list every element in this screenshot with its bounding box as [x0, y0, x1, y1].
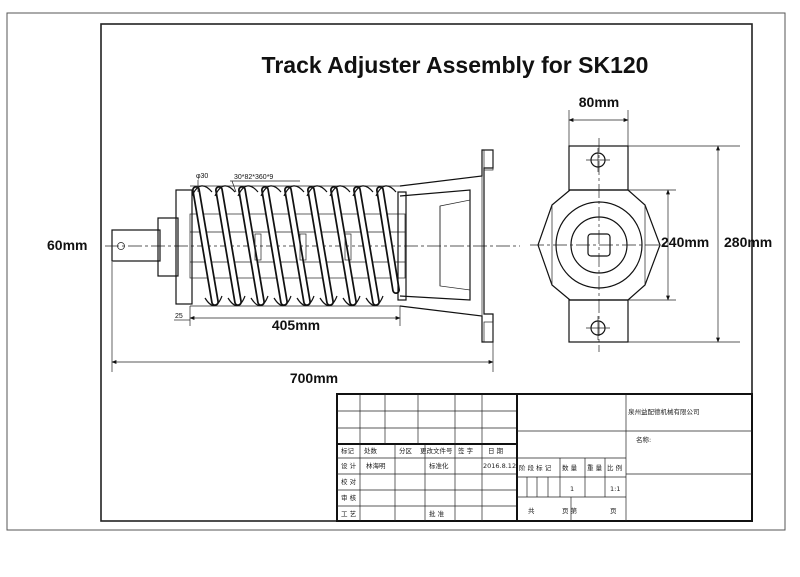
company-name: 泉州益配德机械有限公司	[628, 407, 700, 416]
rod	[111, 229, 161, 262]
header-date: 日 期	[488, 447, 504, 455]
standard-label: 标准化	[429, 461, 449, 470]
sheets-page: 页 第	[562, 506, 578, 515]
sheets-total: 共	[528, 506, 535, 515]
name-label: 名称:	[636, 435, 651, 444]
scale-header: 比 例	[607, 463, 622, 472]
stage-header: 阶 段 标 记	[519, 463, 552, 472]
inner-height-label: 240mm	[661, 234, 709, 250]
check-label: 校 对	[341, 477, 357, 486]
spring-seat	[397, 191, 407, 301]
spring	[191, 185, 400, 307]
designer-name: 林海明	[366, 461, 386, 470]
process-label: 工 艺	[341, 510, 357, 518]
top-width-label: 80mm	[579, 94, 619, 110]
side-view: φ30 30*82*360*9 25 60mm 405mm 700mm	[47, 149, 520, 386]
title-block: 泉州益配德机械有限公司 名称: 标记 处数 分区 更改文件号 签 字 日 期 设…	[336, 393, 753, 522]
outer-height-label: 280mm	[724, 234, 772, 250]
yoke-bracket	[399, 149, 494, 343]
wire-diameter-note: φ30	[196, 173, 208, 180]
header-sign: 签 字	[458, 446, 474, 455]
total-length-label: 700mm	[290, 370, 338, 386]
corner-note: 25	[175, 313, 183, 320]
drawing-title: Track Adjuster Assembly for SK120	[262, 52, 649, 78]
header-count: 处数	[364, 446, 378, 455]
header-mark: 标记	[341, 446, 355, 455]
spring-length-label: 405mm	[272, 317, 320, 333]
approve-label: 批 准	[429, 509, 445, 518]
bottom-lug	[568, 299, 629, 343]
weight-header: 重 量	[587, 464, 603, 472]
quantity-header: 数 量	[562, 463, 578, 472]
sheets-end: 页	[610, 507, 617, 515]
spring-spec-note: 30*82*360*9	[234, 174, 273, 181]
piston-head	[157, 217, 179, 277]
end-view: 80mm 240mm 280mm	[530, 94, 772, 352]
outer-frame	[6, 12, 786, 531]
shaft-diameter-label: 60mm	[47, 237, 87, 253]
header-zone: 分区	[399, 446, 413, 455]
design-label: 设 计	[341, 461, 357, 470]
quantity-value: 1	[570, 485, 574, 493]
review-label: 审 核	[341, 493, 357, 502]
inner-cylinder	[189, 213, 406, 279]
scale-value: 1:1	[610, 485, 620, 493]
header-change-doc: 更改文件号	[420, 446, 453, 455]
design-date: 2016.8.12	[483, 462, 516, 470]
